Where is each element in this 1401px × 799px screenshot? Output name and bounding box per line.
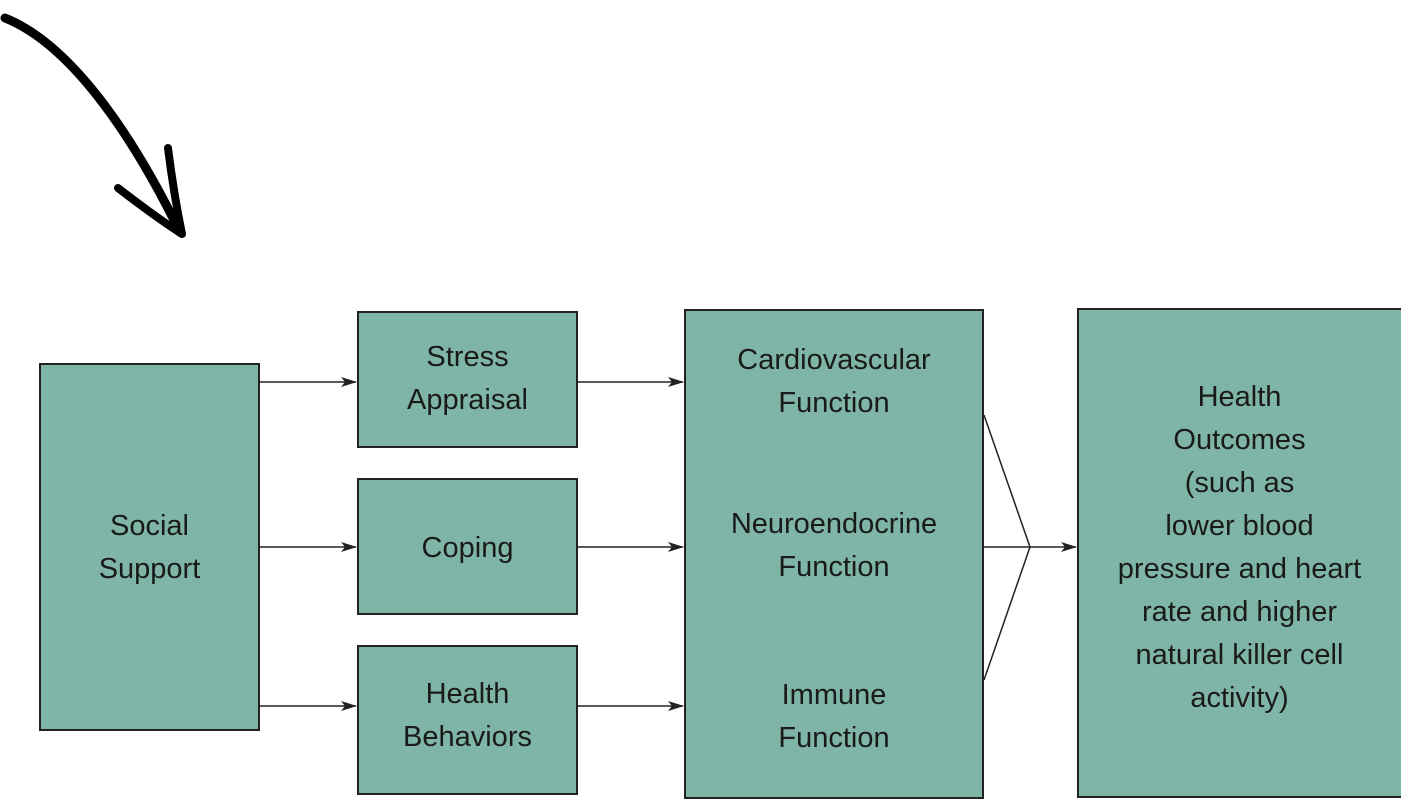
health-outcomes-label: Health Outcomes (such as lower blood pre… <box>1117 381 1362 714</box>
stress-appraisal-label: Stress Appraisal <box>407 341 528 416</box>
health-behaviors-box: Health Behaviors <box>357 645 578 795</box>
social-support-label: Social Support <box>98 510 201 585</box>
hand-drawn-arrow-icon <box>0 13 186 238</box>
coping-box: Coping <box>357 478 578 615</box>
neuroendocrine-label: Neuroendocrine Function <box>730 508 938 583</box>
health-behaviors-label: Health Behaviors <box>403 678 532 753</box>
stress-appraisal-box: Stress Appraisal <box>357 311 578 448</box>
health-outcomes-box: Health Outcomes (such as lower blood pre… <box>1077 308 1401 798</box>
cardiovascular-label: Cardiovascular Function <box>737 344 931 419</box>
immune-label: Immune Function <box>778 679 890 754</box>
coping-label: Coping <box>421 532 514 564</box>
social-support-box: Social Support <box>39 363 260 731</box>
physiology-box: Cardiovascular Function Neuroendocrine F… <box>684 309 984 799</box>
